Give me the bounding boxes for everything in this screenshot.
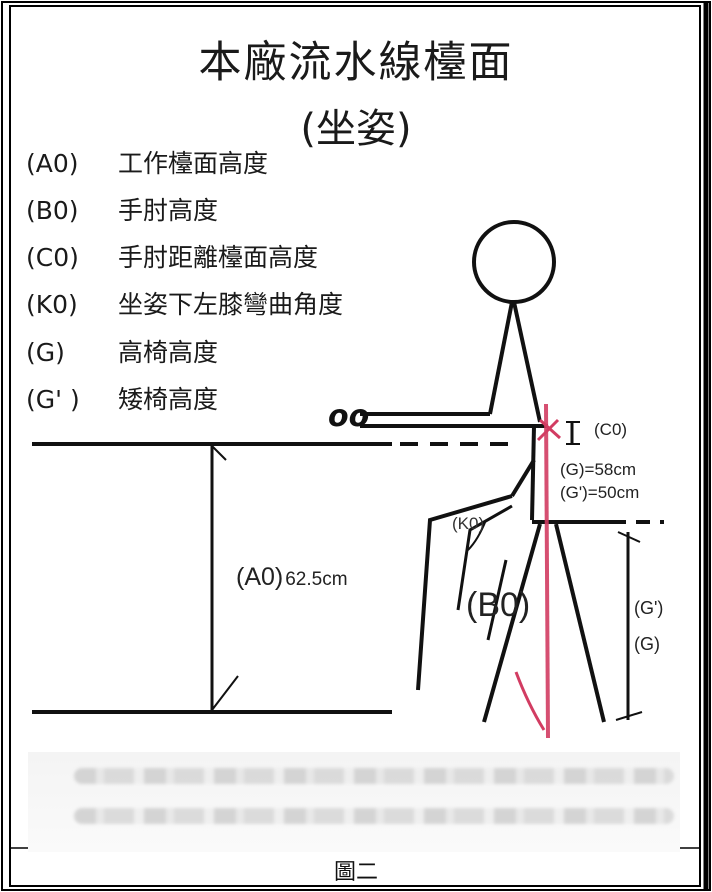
g-tick-bottom <box>615 711 643 721</box>
blurred-formula-area <box>28 752 680 852</box>
chair-back-inner <box>456 504 513 611</box>
legend-text: 高椅高度 <box>118 338 219 367</box>
torso-lower <box>530 425 536 521</box>
legend-code: (K0) <box>26 290 78 319</box>
c0-label: (C0) <box>594 420 628 439</box>
legend-item: (B0) 手肘高度 <box>26 191 218 227</box>
g-high-label: (G)=58cm <box>560 460 637 479</box>
b0-label: (B0) <box>466 586 531 624</box>
k0-label: (K0) <box>452 514 485 533</box>
legend-item: (G' ) 矮椅高度 <box>26 380 218 416</box>
a0-arrow-top <box>211 445 227 461</box>
red-vertical <box>544 403 550 739</box>
legend-code: (G' ) <box>26 385 80 414</box>
a0-arrow-bottom <box>211 675 239 711</box>
g-side-label: (G) <box>634 634 660 654</box>
legend-code: (B0) <box>26 196 79 225</box>
figure-caption: 圖二 <box>333 860 378 885</box>
g-tick-top <box>617 531 641 543</box>
legend-code: (A0) <box>26 149 79 178</box>
page-subtitle: (坐姿) <box>300 106 412 152</box>
knee-angle-arc <box>467 519 487 551</box>
chair-back-outer <box>416 494 513 691</box>
leg-left <box>482 523 542 723</box>
legend-item: (A0) 工作檯面高度 <box>26 144 268 180</box>
page-title: 本廠流水線檯面 <box>198 38 514 88</box>
leg-right <box>554 523 606 723</box>
g-prime-side-label: (G') <box>634 598 664 618</box>
legend-item: (C0) 手肘距離檯面高度 <box>26 238 318 274</box>
a0-code: (A0) <box>236 563 284 591</box>
legend-text: 工作檯面高度 <box>118 149 269 178</box>
a0-value: 62.5cm <box>285 569 348 590</box>
leg-inner <box>486 559 508 641</box>
legend-text: 手肘距離檯面高度 <box>118 243 319 272</box>
hand-shape: oo <box>328 399 369 434</box>
blurred-formula-line <box>74 808 674 824</box>
torso-right <box>512 301 542 423</box>
red-arrow <box>514 671 546 731</box>
legend-item: (K0) 坐姿下左膝彎曲角度 <box>26 285 343 321</box>
legend-item: (G) 高椅高度 <box>26 333 218 369</box>
blurred-formula-line <box>74 768 674 784</box>
legend-text: 坐姿下左膝彎曲角度 <box>118 290 344 319</box>
legend-code: (G) <box>26 338 65 367</box>
legend-code: (C0) <box>26 243 79 272</box>
head-circle <box>472 220 556 304</box>
red-diagonal-2 <box>536 418 560 442</box>
legend-text: 矮椅高度 <box>118 385 219 414</box>
a0-label: (A0)62.5cm <box>236 563 348 592</box>
legend-text: 手肘高度 <box>118 196 219 225</box>
inner-border <box>9 5 701 887</box>
g-low-label: (G')=50cm <box>560 483 640 502</box>
torso-left <box>488 301 514 415</box>
torso-side <box>510 458 536 498</box>
